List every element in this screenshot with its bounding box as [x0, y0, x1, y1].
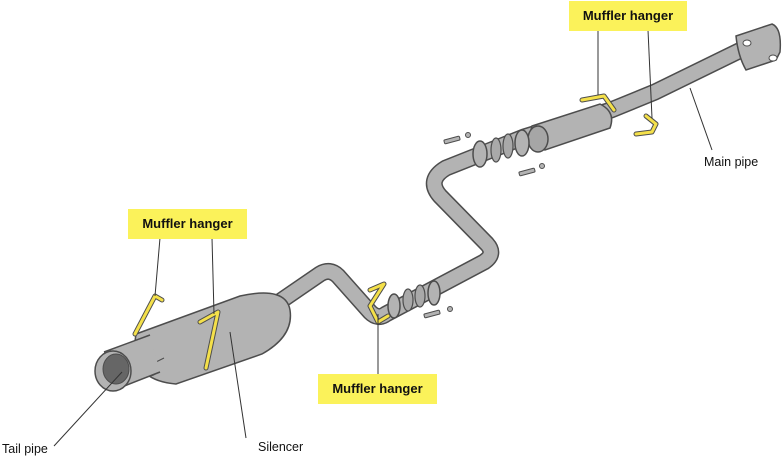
- leader-tail-pipe: [53, 371, 123, 447]
- front-flange: [735, 23, 782, 71]
- bolts: [423, 132, 545, 319]
- hanger-mid: [367, 281, 391, 325]
- silencer-label: Silencer: [258, 440, 304, 454]
- leader-hanger-left-a: [154, 237, 161, 297]
- resonator-drawing: [527, 103, 613, 153]
- flange-joint-lower: [387, 280, 441, 319]
- leader-hanger-top-right: [647, 29, 653, 119]
- muffler-hanger-callout-left: Muffler hanger: [128, 209, 247, 239]
- hanger-upper-left: [579, 93, 617, 113]
- muffler-hanger-callout-top: Muffler hanger: [569, 1, 687, 31]
- leader-main-pipe: [689, 87, 713, 151]
- muffler-hanger-callout-bottom: Muffler hanger: [318, 374, 437, 404]
- hanger-silencer-right: [197, 309, 221, 371]
- tail-pipe-label: Tail pipe: [2, 442, 48, 456]
- tail-pipe-drawing: [94, 334, 161, 392]
- leader-lines: [53, 29, 713, 447]
- hanger-upper-right: [633, 113, 659, 137]
- leader-silencer: [229, 331, 247, 439]
- flange-joint-upper: [472, 129, 530, 168]
- leader-hanger-left-b: [211, 237, 215, 315]
- main-pipe-label: Main pipe: [704, 155, 759, 169]
- main-pipe-drawing: [241, 39, 754, 331]
